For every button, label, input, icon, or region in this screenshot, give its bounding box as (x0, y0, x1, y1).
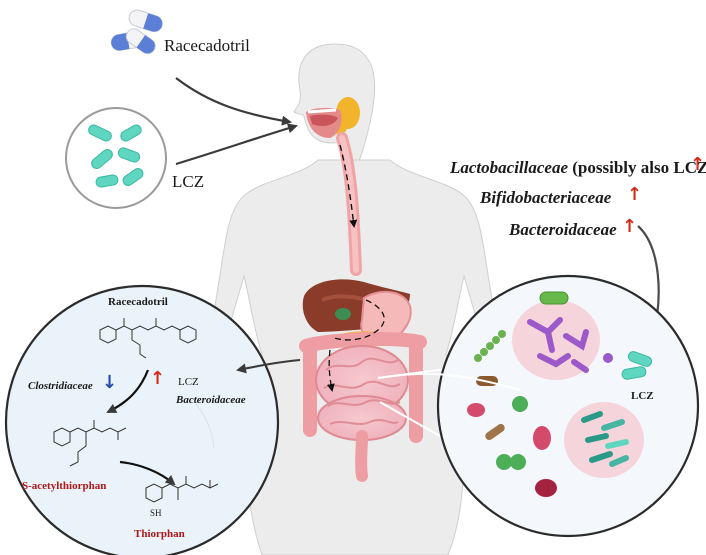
thiorphan-label: Thiorphan (134, 528, 185, 540)
chemical-structure-icon (53, 420, 127, 467)
s-acetylthiorphan-label: S-acetylthiorphan (22, 480, 107, 492)
lactobacillaceae-label: Lactobacillaceae (possibly also LCZ) (450, 158, 706, 178)
capsule-icon (110, 9, 163, 55)
racecadotril-label: Racecadotril (164, 36, 250, 55)
increase-arrow-icon: ↑ (627, 184, 643, 205)
increase-arrow-icon: ↑ (690, 154, 706, 175)
lactobacillaceae-name: Lactobacillaceae (450, 158, 569, 177)
circle-lcz-label: LCZ (178, 376, 199, 388)
microbiota-circle (377, 274, 700, 538)
sh-group-label: SH (150, 508, 162, 518)
circle-racecadotril-label: Racecadotril (108, 296, 168, 308)
increase-arrow-icon: ↑ (622, 216, 638, 237)
chemical-structure-icon (99, 318, 197, 359)
right-circle-lcz-label: LCZ (631, 390, 654, 402)
lcz-label: LCZ (172, 172, 205, 191)
bifidobacteriaceae-label: Bifidobacteriaceae (480, 188, 612, 207)
increase-arrow-icon: ↑ (150, 368, 166, 389)
decrease-arrow-icon: ↓ (102, 372, 118, 393)
clostridiaceae-label: Clostridiaceae (28, 380, 93, 392)
lactobacillaceae-note: (possibly also LCZ) (568, 158, 706, 177)
metabolism-circle (4, 284, 280, 555)
bacteria-icon (65, 107, 167, 209)
bacteroidaceae-label: Bacteroidaceae (509, 220, 617, 239)
circle-bacteroidaceae-label: Bacteroidaceae (176, 394, 246, 406)
